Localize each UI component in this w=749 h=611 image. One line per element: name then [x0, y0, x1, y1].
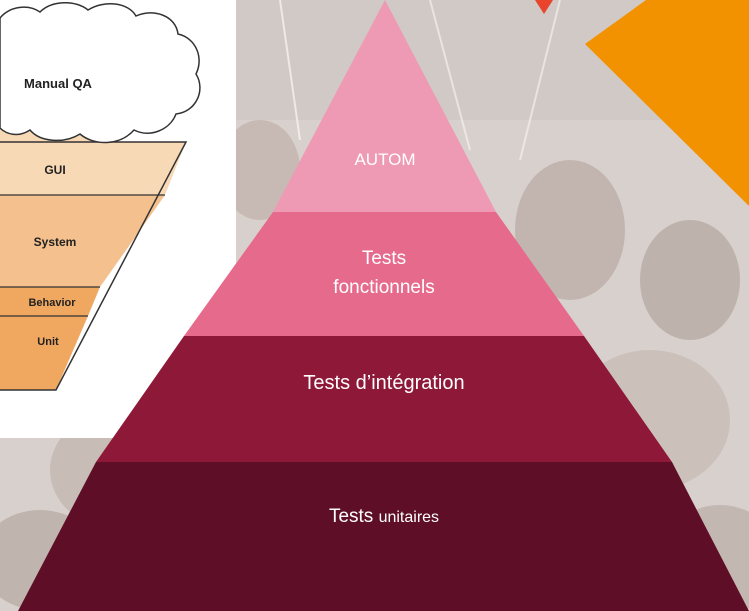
- tier-integration-tests: [96, 336, 672, 462]
- cloud-label: Manual QA: [24, 76, 93, 91]
- cloud-shape: [0, 2, 201, 144]
- tier-functional-tests: [184, 212, 584, 336]
- test-pyramid: AUTOM Tests fonctionnels Tests d’intégra…: [18, 0, 749, 611]
- tier-integration-label: Tests d’intégration: [303, 372, 464, 394]
- tier-functional-label-line2: fonctionnels: [333, 277, 434, 298]
- cone-outline: [0, 141, 188, 391]
- tier-unit-label-part1: Tests: [329, 506, 379, 527]
- red-accent-shape: [535, 0, 553, 14]
- layer-label-behavior: Behavior: [28, 297, 76, 309]
- tier-functional-label-line1: Tests: [362, 248, 406, 269]
- layer-label-system: System: [34, 235, 77, 249]
- tier-autom: [273, 0, 496, 212]
- inverted-test-pyramid: Manual QA GUI System Behavior Unit: [0, 0, 236, 438]
- tier-unit-label: Tests unitaires: [329, 506, 439, 527]
- layer-gui: [0, 142, 186, 195]
- layer-system: [0, 195, 165, 287]
- layer-label-unit: Unit: [37, 336, 59, 348]
- tier-unit-tests: [18, 462, 749, 611]
- orange-accent-shape: [585, 0, 749, 206]
- layer-label-gui: GUI: [44, 163, 65, 177]
- tier-autom-label: AUTOM: [354, 150, 415, 169]
- tier-unit-label-part2: unitaires: [379, 509, 439, 526]
- layer-behavior: [0, 287, 100, 316]
- layer-unit: [0, 316, 88, 390]
